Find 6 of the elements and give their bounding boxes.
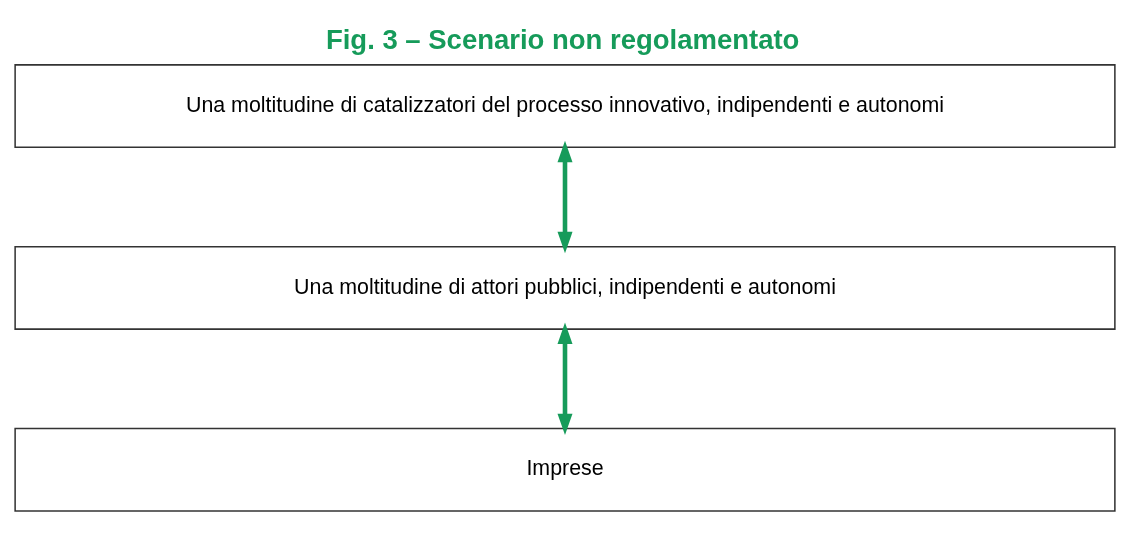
- arrow: [557, 322, 573, 436]
- arrow: [557, 140, 573, 254]
- node-box: Imprese: [14, 427, 1116, 512]
- node-box: Una moltitudine di attori pubblici, indipendenti e autonomi: [14, 245, 1116, 330]
- node-box: Una moltitudine di catalizzatori del processo innovativo, indipendenti e autonomi: [14, 64, 1116, 149]
- diagram-title: Fig. 3 – Scenario non regolamentato: [325, 23, 800, 55]
